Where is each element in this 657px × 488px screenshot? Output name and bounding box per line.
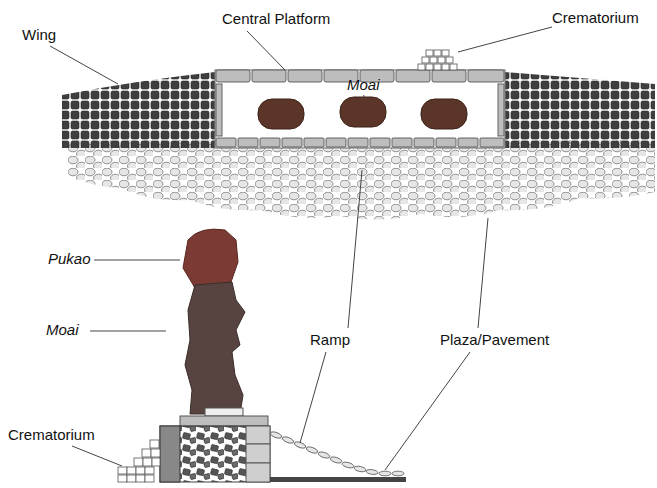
part-label: Wing: [22, 27, 56, 44]
moai: [185, 282, 245, 414]
plinth: [205, 408, 243, 416]
part-label: Plaza/Pavement: [440, 332, 549, 349]
part-label: Pukao: [48, 251, 91, 268]
platform-slabs: [216, 70, 504, 147]
crematorium-plan: [418, 50, 457, 70]
ramp: [270, 431, 404, 476]
moai-plan: [258, 97, 467, 129]
central-platform: [215, 70, 505, 148]
top-slab: [180, 416, 268, 426]
retaining-slab: [160, 426, 180, 482]
wing: [62, 72, 215, 148]
crematorium-side: [118, 440, 160, 482]
wing: [505, 72, 655, 148]
part-label: Ramp: [310, 332, 350, 349]
pavement-side: [270, 477, 406, 482]
platform-fill: [160, 426, 270, 482]
part-label: Crematorium: [8, 427, 95, 444]
part-label: Moai: [347, 77, 380, 94]
part-label: Central Platform: [222, 11, 330, 28]
part-label: Crematorium: [552, 10, 639, 27]
facing-slabs: [246, 426, 270, 482]
pukao: [183, 229, 238, 288]
part-label: Moai: [46, 322, 79, 339]
leader-lines: [50, 27, 552, 470]
